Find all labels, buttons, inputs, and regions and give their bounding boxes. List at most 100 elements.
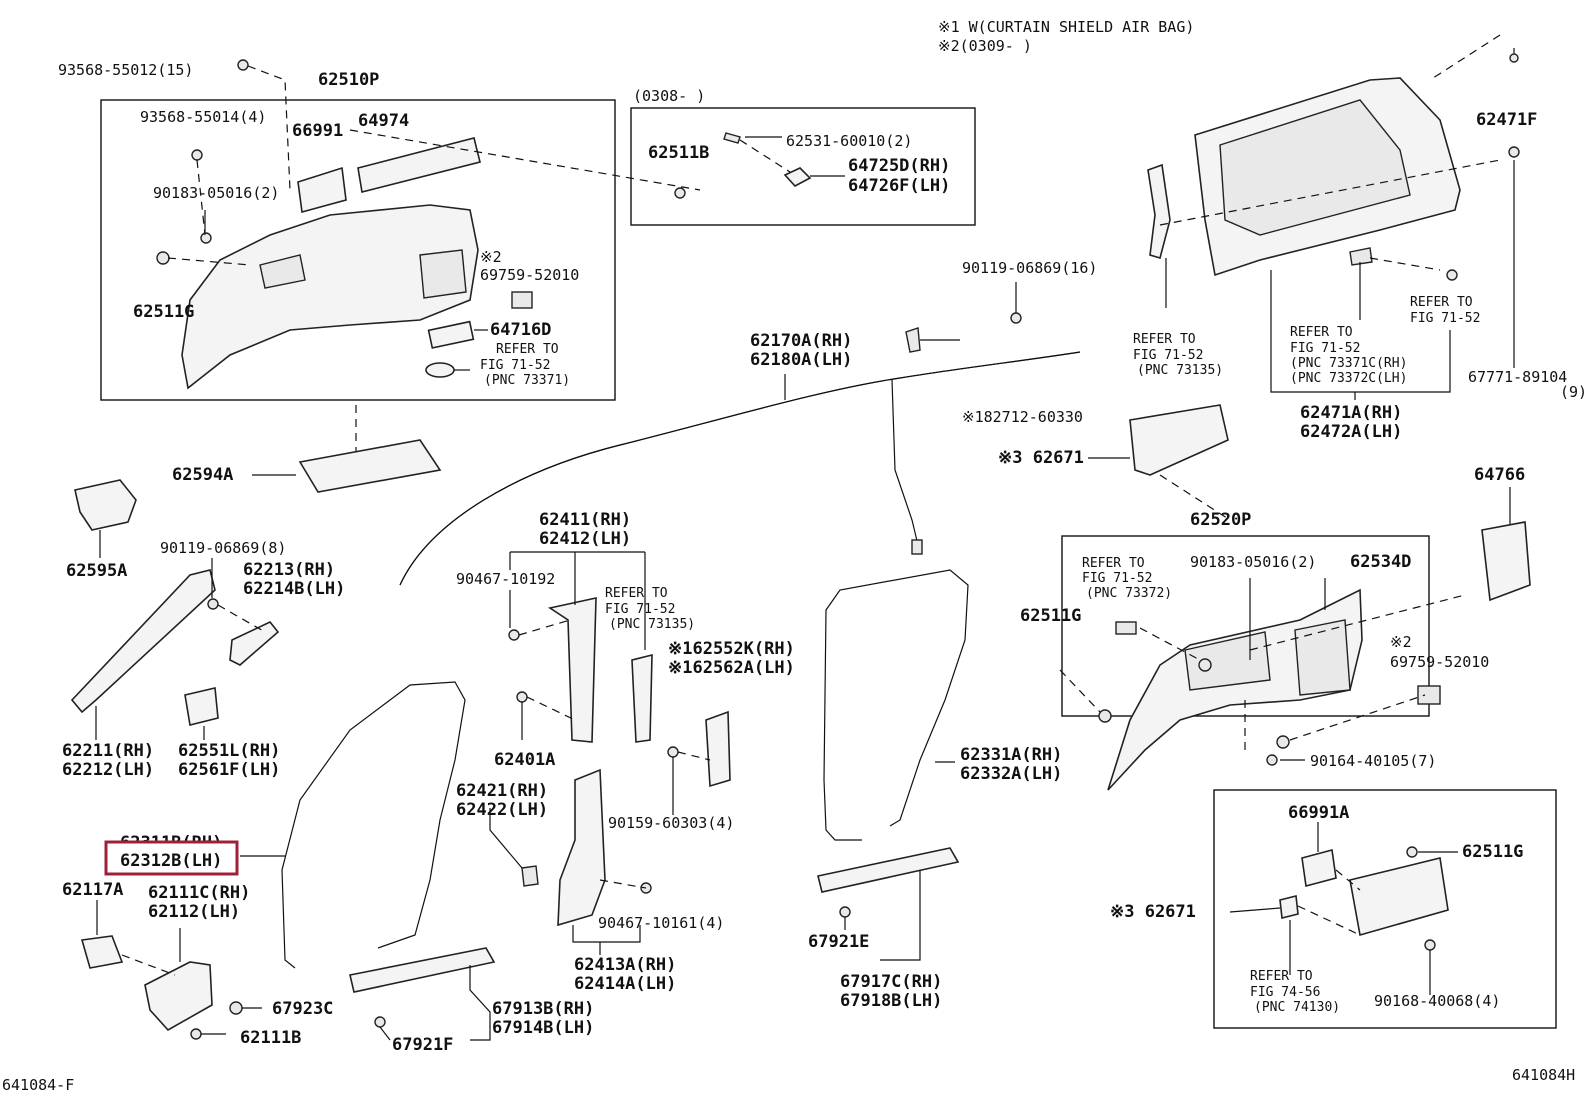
label-62111b: 62111B bbox=[240, 1028, 301, 1048]
label-ref-g2: FIG 74-56 bbox=[1250, 985, 1320, 1000]
label-62520p: 62520P bbox=[1190, 510, 1251, 530]
footer-right-code: 641084H bbox=[1512, 1066, 1575, 1084]
clip-62511b bbox=[674, 187, 686, 199]
screw-62471f bbox=[1509, 53, 1519, 63]
label-ref-f1: REFER TO bbox=[1082, 556, 1145, 571]
box-62594a bbox=[298, 439, 442, 493]
clip-90467-10192 bbox=[508, 629, 520, 641]
box-0308-title: (0308- ) bbox=[633, 87, 705, 105]
label-62562a: ※162562A(LH) bbox=[668, 658, 795, 678]
guide-line bbox=[677, 751, 711, 761]
label-64716d: 64716D bbox=[490, 320, 551, 340]
garnish-64974 bbox=[357, 137, 481, 193]
label-62112: 62112(LH) bbox=[148, 902, 240, 922]
label-67771: 67771-89104 bbox=[1468, 368, 1567, 386]
guide-line bbox=[739, 139, 791, 173]
label-62412: 62412(LH) bbox=[539, 529, 631, 549]
label-62471f: 62471F bbox=[1476, 110, 1537, 130]
label-67921f: 67921F bbox=[392, 1035, 453, 1055]
label-67914b: 67914B(LH) bbox=[492, 1018, 594, 1038]
weatherstrip-62311b bbox=[281, 681, 466, 969]
label-62211: 62211(RH) bbox=[62, 741, 154, 761]
clip-62401a bbox=[516, 691, 528, 703]
clip-ref-73371 bbox=[425, 362, 455, 378]
guide-line bbox=[349, 129, 701, 191]
label-62421: 62421(RH) bbox=[456, 781, 548, 801]
label-ref-g1: REFER TO bbox=[1250, 969, 1313, 984]
label-90467-10192: 90467-10192 bbox=[456, 570, 555, 588]
scuff-plate-67917c bbox=[817, 847, 960, 893]
guide-line bbox=[599, 879, 647, 889]
label-62534d: 62534D bbox=[1350, 552, 1411, 572]
label-90183-05016-a: 90183-05016(2) bbox=[153, 184, 279, 202]
pad-62117a bbox=[80, 935, 124, 969]
screw-93568-55012 bbox=[237, 59, 249, 71]
screw-90119-b bbox=[207, 598, 219, 610]
label-62422: 62422(LH) bbox=[456, 800, 548, 820]
cover-66991a bbox=[1301, 848, 1337, 888]
label-ref-a1: REFER TO bbox=[496, 342, 559, 357]
clip-90183-b bbox=[1198, 658, 1212, 672]
cup-62595a bbox=[74, 479, 137, 531]
screw-93568-55014 bbox=[191, 149, 203, 161]
pillar-garnish-62211 bbox=[70, 569, 216, 714]
label-62213: 62213(RH) bbox=[243, 560, 335, 580]
curtain-shield-airbag-inner bbox=[399, 351, 1081, 586]
label-90183-05016-b: 90183-05016(2) bbox=[1190, 553, 1316, 571]
label-ref-c1: REFER TO bbox=[1290, 325, 1353, 340]
leader-line bbox=[880, 870, 921, 961]
bolt-90119-a bbox=[1010, 312, 1022, 324]
label-ref-g3: (PNC 74130) bbox=[1254, 1000, 1340, 1015]
screw-62531 bbox=[723, 132, 741, 144]
clip-73372 bbox=[1115, 621, 1137, 635]
airbag-harness bbox=[891, 379, 919, 546]
pillar-garnish-62411 bbox=[547, 597, 597, 743]
label-62552k: ※162552K(RH) bbox=[668, 639, 795, 659]
bracket-62213 bbox=[229, 621, 280, 666]
weatherstrip-62331a bbox=[823, 569, 969, 841]
panel-62671-b bbox=[1349, 857, 1449, 937]
label-ref-b2: FIG 71-52 bbox=[1133, 348, 1203, 363]
label-62180a: 62180A(LH) bbox=[750, 350, 852, 370]
clip-62111b bbox=[190, 1028, 202, 1040]
leader-line bbox=[489, 808, 523, 869]
label-62511b: 62511B bbox=[648, 143, 709, 163]
clip-69759-b bbox=[1417, 685, 1441, 705]
header-note-1: ※1 W(CURTAIN SHIELD AIR BAG) bbox=[938, 18, 1194, 36]
panel-62671-a bbox=[1129, 404, 1229, 476]
label-62595a: 62595A bbox=[66, 561, 127, 581]
highlight-backing bbox=[106, 842, 237, 874]
guide-line bbox=[1139, 627, 1201, 661]
label-62111c: 62111C(RH) bbox=[148, 883, 250, 903]
kick-panel-62111c bbox=[144, 961, 213, 1032]
guide-line bbox=[217, 604, 266, 633]
label-69759-52010-a: 69759-52010 bbox=[480, 266, 579, 284]
label-62117a: 62117A bbox=[62, 880, 123, 900]
leader-line bbox=[379, 1026, 391, 1041]
back-door-window-opening bbox=[1219, 99, 1411, 236]
clip-62511g-c bbox=[1406, 846, 1418, 858]
label-62561f: 62561F(LH) bbox=[178, 760, 280, 780]
label-62511g-a: 62511G bbox=[133, 302, 194, 322]
label-ref-d1: REFER TO bbox=[1410, 295, 1473, 310]
box-0308 bbox=[630, 107, 976, 226]
label-90168: 90168-40068(4) bbox=[1374, 992, 1500, 1010]
guide-line bbox=[1335, 869, 1361, 891]
label-ref-a3: (PNC 73371) bbox=[484, 373, 570, 388]
label-62312b[interactable]: 62312B(LH) bbox=[120, 851, 222, 871]
label-62511g-c: 62511G bbox=[1462, 842, 1523, 862]
leader-line bbox=[1229, 907, 1281, 913]
label-67918b: 67918B(LH) bbox=[840, 991, 942, 1011]
clip-67771 bbox=[1508, 146, 1520, 158]
guide-line bbox=[1297, 905, 1361, 936]
label-note2-a: ※2 bbox=[480, 248, 502, 266]
clip-ref-74-56 bbox=[1279, 895, 1299, 919]
leader-line bbox=[469, 965, 491, 1041]
label-62510p: 62510P bbox=[318, 70, 379, 90]
label-ref-b3: (PNC 73135) bbox=[1137, 363, 1223, 378]
label-ref-c2: FIG 71-52 bbox=[1290, 341, 1360, 356]
label-ref-a2: FIG 71-52 bbox=[480, 358, 550, 373]
label-note2-b: ※2 bbox=[1390, 633, 1412, 651]
label-67771-qty: (9) bbox=[1560, 383, 1587, 401]
label-67923c: 67923C bbox=[272, 999, 333, 1019]
